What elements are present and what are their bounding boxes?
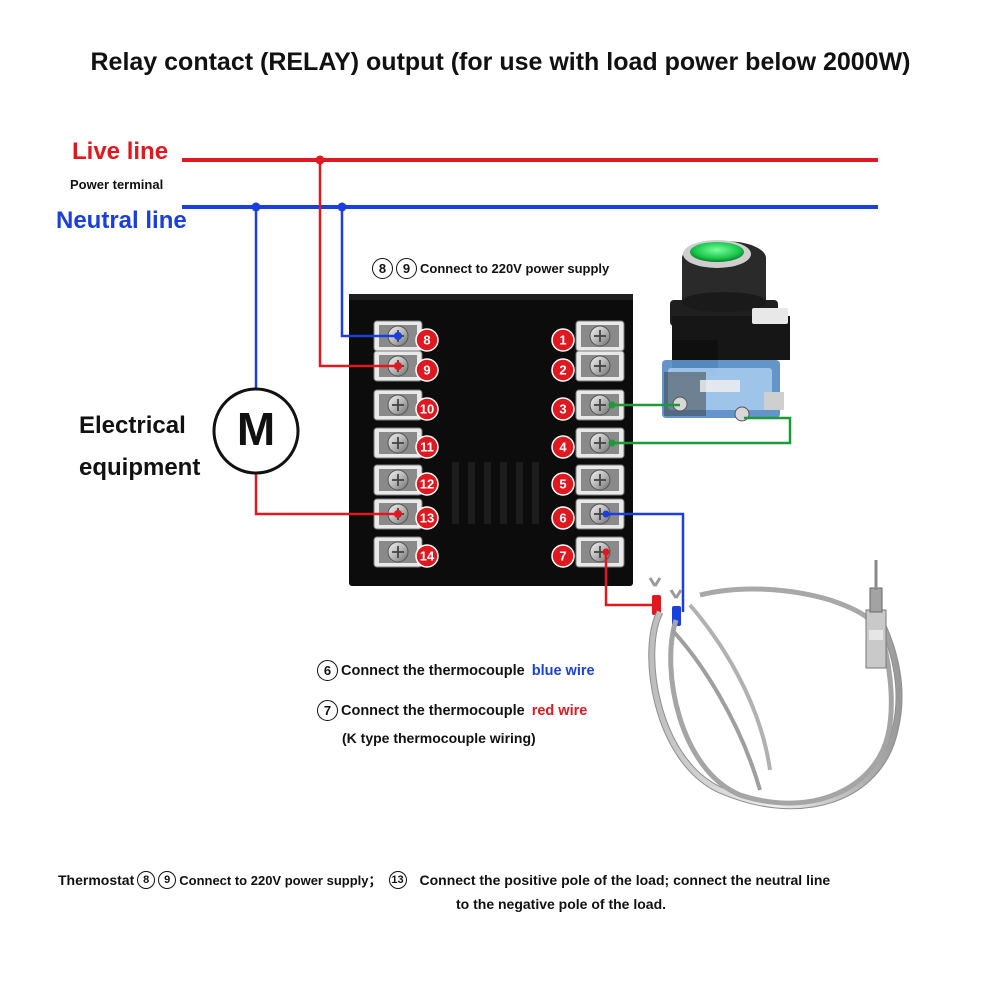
equipment-label: Electrical equipment — [79, 405, 200, 489]
note-blue-wire: blue wire — [531, 662, 595, 679]
power-terminal-label: Power terminal — [70, 177, 164, 192]
terminal-badge-1: 1 — [551, 328, 575, 352]
terminal-6-blue-wire — [606, 512, 685, 612]
right-terminal-column: 1 2 3 4 5 6 7 — [551, 320, 625, 568]
thermocouple-probe-icon — [648, 560, 903, 810]
terminal-4-to-switch — [612, 416, 792, 445]
note-blue-prefix: Connect the thermocouple — [341, 662, 529, 679]
terminal-badge-9: 9 — [415, 358, 439, 382]
svg-text:11: 11 — [420, 440, 434, 455]
motor-to-terminal-13 — [254, 474, 398, 516]
footer-supply-text: Connect to 220V power supply； — [179, 873, 382, 888]
screw-terminal-icon — [373, 464, 423, 496]
svg-text:9: 9 — [423, 363, 430, 378]
neutral-to-terminal-8 — [340, 207, 400, 338]
svg-text:4: 4 — [559, 440, 567, 455]
footer-load-text-1: Connect the positive pole of the load; c… — [419, 871, 831, 888]
footer-terminal-8: 8 — [137, 870, 156, 889]
thermocouple-type-note: (K type thermocouple wiring) — [342, 730, 536, 746]
terminal-badge-13: 13 — [415, 506, 439, 530]
footer-load-text-2: to the negative pole of the load. — [456, 896, 667, 912]
thermocouple-note-red: 7 Connect the thermocouple red wire — [317, 700, 587, 721]
terminal-badge-10: 10 — [415, 397, 439, 421]
push-button-switch-icon — [662, 240, 790, 422]
terminal-badge-4: 4 — [551, 435, 575, 459]
svg-text:14: 14 — [420, 549, 435, 564]
live-line-label: Live line — [72, 138, 169, 165]
terminal-7-red-wire — [604, 552, 660, 607]
screw-terminal-icon — [373, 389, 423, 421]
terminal-badge-3: 3 — [551, 397, 575, 421]
equipment-label-line2: equipment — [79, 454, 201, 481]
terminal-badge-8: 8 — [415, 328, 439, 352]
terminal-badge-14: 14 — [415, 544, 439, 568]
screw-terminal-icon — [575, 464, 625, 496]
svg-text:13: 13 — [420, 511, 434, 526]
screw-terminal-icon — [575, 320, 625, 352]
screw-terminal-icon — [575, 389, 625, 421]
supply-note: 8 9 Connect to 220V power supply — [372, 258, 609, 279]
left-terminal-column: 8 9 10 11 12 13 14 — [373, 320, 439, 568]
footer-prefix: Thermostat — [58, 871, 135, 888]
terminal-badge-2: 2 — [551, 358, 575, 382]
svg-text:5: 5 — [559, 477, 566, 492]
screw-terminal-icon — [373, 427, 423, 459]
terminal-badge-7: 7 — [551, 544, 575, 568]
svg-text:2: 2 — [559, 363, 566, 378]
terminal-badge-11: 11 — [415, 435, 439, 459]
svg-text:3: 3 — [559, 402, 566, 417]
footer-line1: Thermostat 8 9 Connect to 220V power sup… — [58, 870, 830, 889]
diagram-title: Relay contact (RELAY) output (for use wi… — [90, 48, 911, 76]
live-to-terminal-9 — [318, 160, 400, 368]
terminal-badge-5: 5 — [551, 472, 575, 496]
screw-terminal-icon — [373, 536, 423, 568]
terminal-number-7: 7 — [317, 700, 338, 721]
neutral-line-label: Neutral line — [56, 207, 187, 234]
terminal-badge-6: 6 — [551, 506, 575, 530]
svg-text:1: 1 — [559, 333, 566, 348]
terminal-number-6: 6 — [317, 660, 338, 681]
screw-terminal-icon — [575, 536, 625, 568]
svg-text:10: 10 — [420, 402, 434, 417]
motor-symbol: M — [236, 403, 276, 455]
screw-terminal-icon — [575, 498, 625, 530]
svg-text:7: 7 — [559, 549, 566, 564]
svg-text:12: 12 — [420, 477, 434, 492]
terminal-number-9: 9 — [396, 258, 417, 279]
svg-text:6: 6 — [559, 511, 566, 526]
thermocouple-note-blue: 6 Connect the thermocouple blue wire — [317, 660, 595, 681]
screw-terminal-icon — [575, 350, 625, 382]
footer-terminal-13: 13 — [388, 870, 407, 889]
terminal-badge-12: 12 — [415, 472, 439, 496]
terminal-number-8: 8 — [372, 258, 393, 279]
motor-icon — [212, 387, 300, 475]
footer-terminal-9: 9 — [158, 870, 177, 889]
supply-note-text: Connect to 220V power supply — [420, 261, 610, 276]
equipment-label-line1: Electrical — [79, 412, 186, 439]
note-red-wire: red wire — [531, 702, 588, 719]
svg-text:8: 8 — [423, 333, 430, 348]
note-red-prefix: Connect the thermocouple — [341, 702, 529, 719]
vent-slots — [452, 462, 539, 524]
